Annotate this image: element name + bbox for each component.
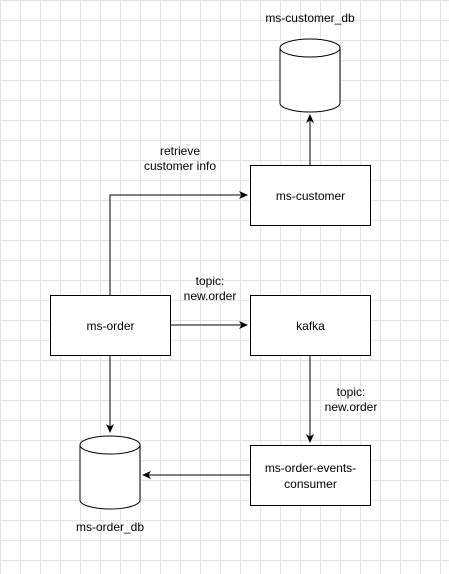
edge-order-to-customer — [109, 191, 248, 295]
edge-label-line: retrieve — [159, 144, 200, 158]
edge-label-line: topic: — [336, 385, 366, 399]
ms-customer-db-cylinder — [279, 38, 341, 113]
ms-order-label: ms-order — [86, 318, 135, 333]
edge-label-line: topic: — [195, 274, 225, 288]
ms-order-db-label: ms-order_db — [75, 520, 145, 534]
ms-order-node: ms-order — [50, 295, 171, 356]
ms-order-db-cylinder — [79, 435, 141, 510]
edge-label-line: customer info — [143, 159, 217, 173]
ms-customer-db-label: ms-customer_db — [265, 11, 355, 25]
edge-label-line: new.order — [183, 289, 237, 303]
kafka-node: kafka — [250, 295, 371, 356]
edge-label-line: new.order — [324, 400, 378, 414]
ms-customer-node: ms-customer — [250, 165, 371, 226]
ms-order-events-consumer-label: ms-order-events-consumer — [264, 460, 357, 491]
ms-order-db-caption: ms-order_db — [50, 520, 170, 535]
kafka-label: kafka — [296, 318, 325, 333]
edge-label-retrieve-customer-info: retrieve customer info — [125, 144, 235, 174]
ms-order-events-consumer-node: ms-order-events-consumer — [250, 445, 371, 506]
edge-label-topic-new-order-bottom: topic: new.order — [311, 385, 391, 415]
edge-label-topic-new-order-top: topic: new.order — [170, 274, 250, 304]
ms-customer-db-caption: ms-customer_db — [240, 11, 380, 26]
ms-customer-label: ms-customer — [275, 188, 346, 203]
